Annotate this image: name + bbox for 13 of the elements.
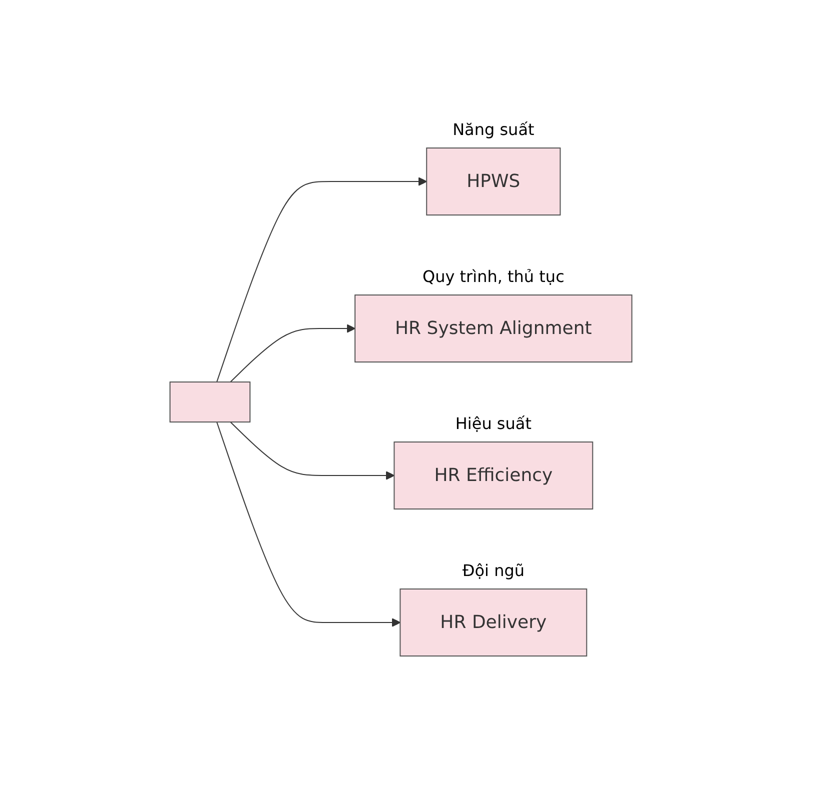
node-box: HR Efficiency [393, 441, 593, 509]
arrow [216, 421, 400, 626]
node-label: Hiệu suất [454, 414, 532, 432]
node-box: HPWS [426, 147, 560, 215]
node-label: Đội ngũ [462, 560, 524, 580]
node-label: Năng suất [452, 120, 534, 138]
arrow [229, 324, 355, 382]
arrow [229, 421, 394, 480]
node-box [169, 381, 250, 422]
node-box: HR System Alignment [354, 294, 632, 362]
node-box: HR Delivery [399, 588, 587, 656]
node-label: Quy trình, thủ tục [422, 266, 564, 286]
arrow [216, 176, 427, 382]
